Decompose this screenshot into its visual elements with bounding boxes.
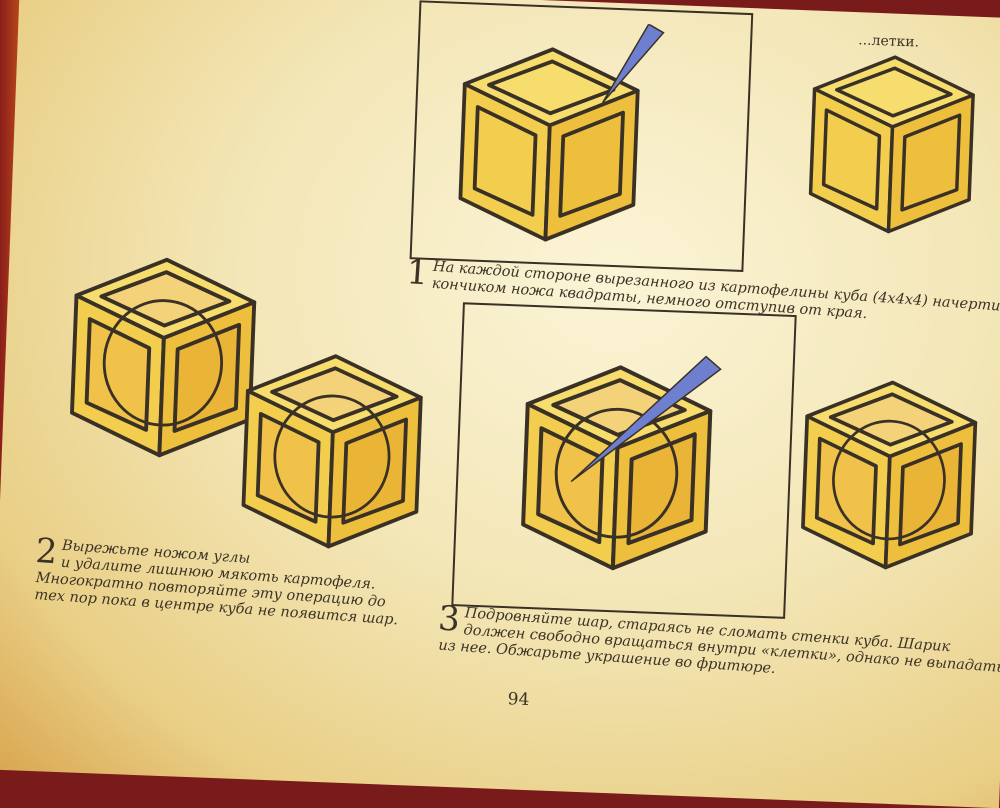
knife-icon	[570, 355, 722, 483]
potato-cube-illustration	[806, 50, 978, 242]
potato-cube-illustration	[455, 42, 643, 251]
knife-icon	[602, 23, 665, 103]
potato-cube-illustration	[798, 375, 980, 578]
potato-cube-illustration	[238, 349, 426, 558]
potato-cube-illustration	[67, 252, 260, 466]
page-number: 94	[507, 689, 530, 711]
step3-instructions: 3 Подровняйте шар, стараясь не сломать с…	[436, 598, 1000, 694]
previous-text-fragment: ...летки.	[857, 32, 920, 51]
step1-number: 1	[405, 252, 430, 294]
step3-number: 3	[436, 598, 462, 640]
step2-number: 2	[34, 530, 59, 573]
